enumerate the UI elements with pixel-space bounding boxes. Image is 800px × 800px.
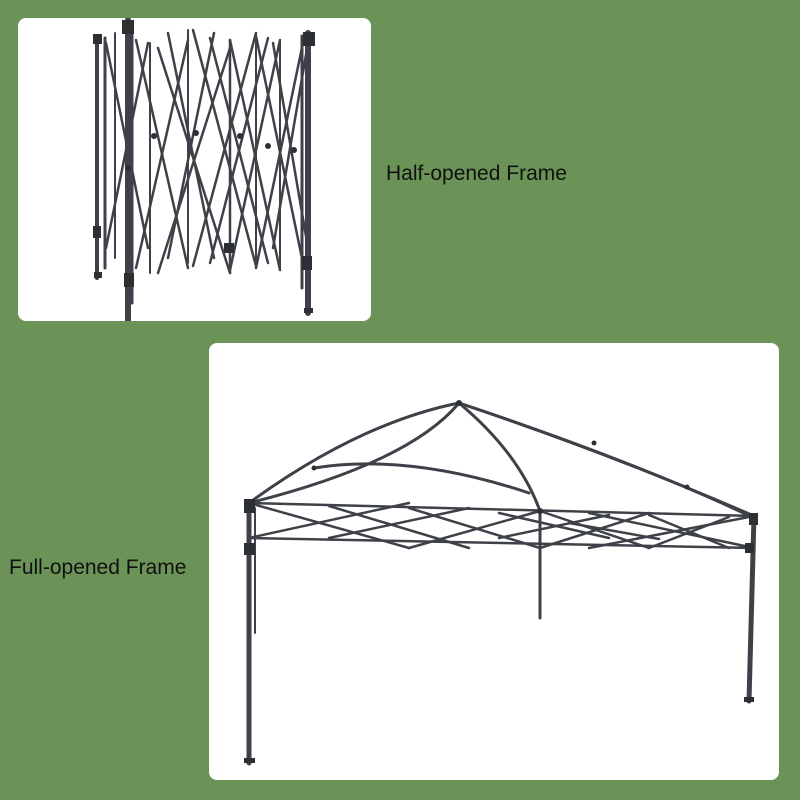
half-opened-frame-image — [93, 18, 315, 321]
half-opened-frame-label: Half-opened Frame — [386, 162, 567, 185]
full-opened-frame-label: Full-opened Frame — [9, 556, 187, 579]
full-opened-frame-panel — [209, 343, 779, 780]
full-opened-frame-image — [244, 400, 758, 766]
half-opened-frame-panel — [18, 18, 371, 321]
